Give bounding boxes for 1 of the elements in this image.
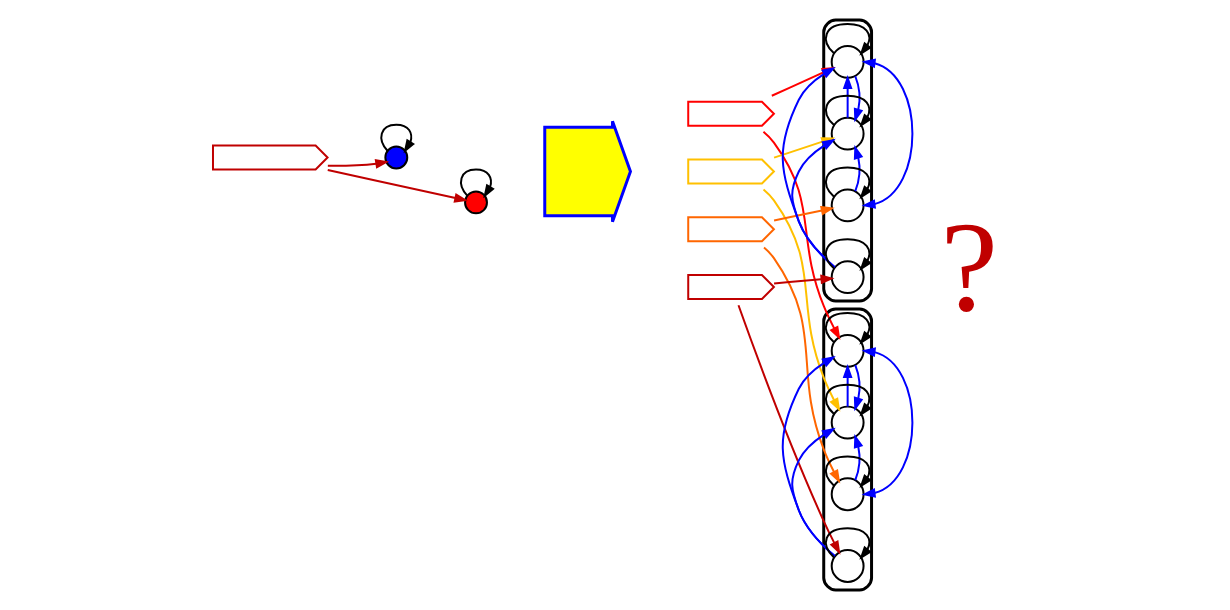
label: ? [940,195,998,339]
